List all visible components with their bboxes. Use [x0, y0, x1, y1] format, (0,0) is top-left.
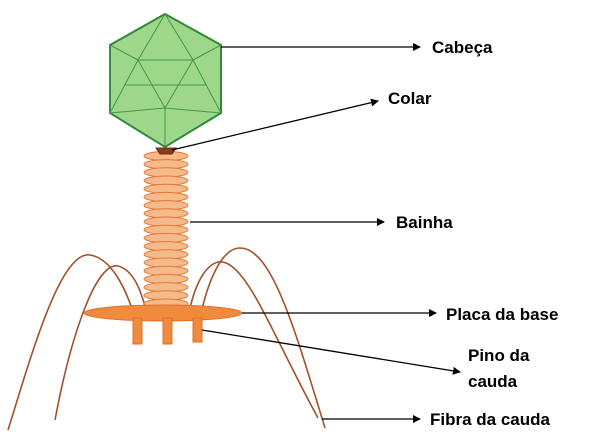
label-tail-pin-line2: cauda [468, 372, 518, 391]
label-head: Cabeça [432, 38, 493, 57]
head-capsid [110, 14, 221, 147]
label-tail-pin-line1: Pino da [468, 346, 530, 365]
tail-sheath [144, 151, 188, 308]
label-tail-fiber: Fibra da cauda [430, 410, 551, 429]
pointer-tail-pin [202, 330, 460, 372]
label-collar: Colar [388, 89, 432, 108]
tail-fiber-right-outer [200, 248, 325, 428]
tail-pin [133, 318, 142, 344]
tail-fiber-left-outer [8, 255, 135, 430]
tail-pin [163, 318, 172, 344]
tail-pin [193, 318, 202, 342]
tail-pins [133, 318, 202, 344]
label-sheath: Bainha [396, 213, 453, 232]
collar [156, 148, 176, 154]
tail-fiber-right-inner [188, 262, 318, 418]
label-base-plate: Placa da base [446, 305, 558, 324]
